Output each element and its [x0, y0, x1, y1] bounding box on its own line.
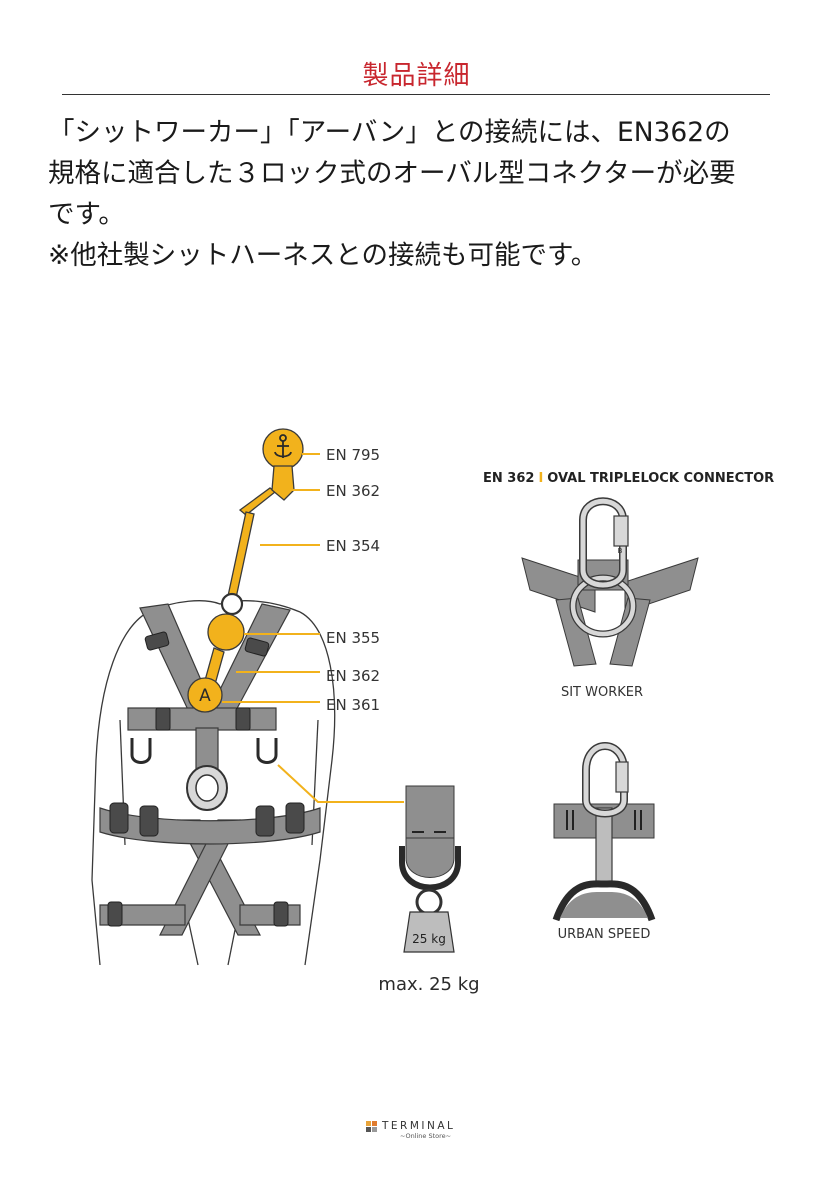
- title-divider: [62, 94, 770, 95]
- anchor-icon: [274, 434, 292, 458]
- description-line: です。: [48, 199, 125, 230]
- label-en361: EN 361: [326, 696, 380, 714]
- description-line: ※他社製シットハーネスとの接続も可能です。: [48, 240, 598, 271]
- description-line: 「シットワーカー」「アーバン」との接続には、EN362の: [48, 117, 731, 148]
- harness-buckles: [107, 631, 305, 927]
- connector-title-separator: I: [538, 471, 543, 486]
- urban-speed-label: URBAN SPEED: [558, 927, 651, 942]
- max-load-label: max. 25 kg: [378, 974, 479, 995]
- anchor-letter: A: [199, 686, 211, 706]
- weight-tag: 25 kg: [412, 932, 446, 946]
- footer-brand: TERMINAL: [382, 1120, 456, 1132]
- connector-title-text: OVAL TRIPLELOCK CONNECTOR: [547, 471, 774, 486]
- urban-speed-illustration: [552, 742, 656, 922]
- gear-loop: [399, 785, 461, 953]
- leader-lines: [222, 453, 404, 803]
- side-d-rings: [130, 738, 278, 764]
- ventral-ring: [186, 765, 228, 811]
- footer-logo: TERMINAL ~Online Store~: [366, 1120, 476, 1146]
- sit-worker-illustration: [521, 497, 699, 667]
- terminal-logo-icon: [366, 1121, 378, 1133]
- connector-title: EN 362 I OVAL TRIPLELOCK CONNECTOR: [483, 471, 774, 486]
- description-text: 「シットワーカー」「アーバン」との接続には、EN362の 規格に適合した３ロック…: [48, 112, 793, 276]
- label-en354: EN 354: [326, 537, 380, 555]
- label-en355: EN 355: [326, 629, 380, 647]
- label-en362-top: EN 362: [326, 482, 380, 500]
- label-en362-mid: EN 362: [326, 667, 380, 685]
- connector-title-en362: EN 362: [483, 471, 534, 486]
- footer-sub: ~Online Store~: [400, 1132, 452, 1140]
- label-en795: EN 795: [326, 446, 380, 464]
- description-line: 規格に適合した３ロック式のオーバル型コネクターが必要: [48, 158, 736, 189]
- page-title: 製品詳細: [362, 61, 471, 91]
- sit-worker-label: SIT WORKER: [561, 685, 643, 700]
- connector-letter: B: [618, 547, 623, 555]
- lanyard-system: [187, 428, 304, 713]
